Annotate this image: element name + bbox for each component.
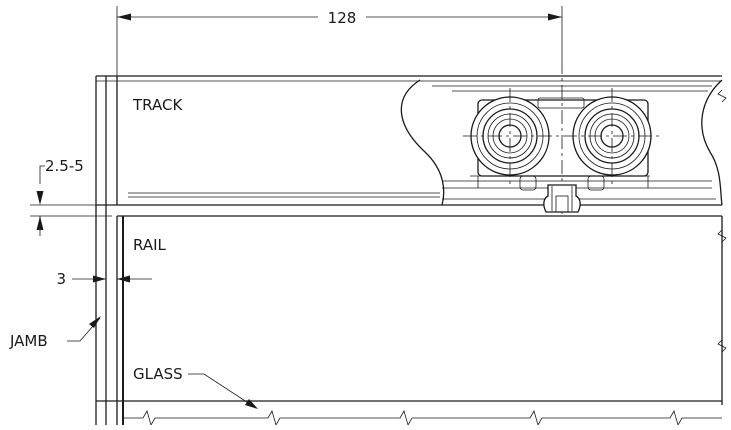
jamb-label: JAMB <box>9 332 48 350</box>
glass-label: GLASS <box>133 365 183 383</box>
cutaway-break-line <box>400 79 445 206</box>
guide-pin <box>543 184 581 213</box>
right-break-marks <box>717 89 727 353</box>
rail-glass-panel <box>96 215 723 425</box>
track-label: TRACK <box>132 96 183 114</box>
glass-callout: GLASS <box>133 365 258 409</box>
jamb-callout: JAMB <box>9 316 101 350</box>
dimension-clearance-label: 3 <box>56 270 66 288</box>
rail-label: RAIL <box>133 236 166 254</box>
dimension-gap-label: 2.5-5 <box>45 157 84 175</box>
dimension-width-label: 128 <box>328 9 357 27</box>
right-cutaway-break-line <box>701 79 723 206</box>
track-internal-profile <box>432 85 716 200</box>
bottom-break-line <box>123 409 722 427</box>
dimension-clearance: 3 <box>56 270 152 288</box>
dimension-gap: 2.5-5 <box>36 157 84 236</box>
dimension-width: 128 <box>117 9 562 27</box>
track-housing <box>95 75 722 425</box>
extension-lines <box>30 6 563 217</box>
